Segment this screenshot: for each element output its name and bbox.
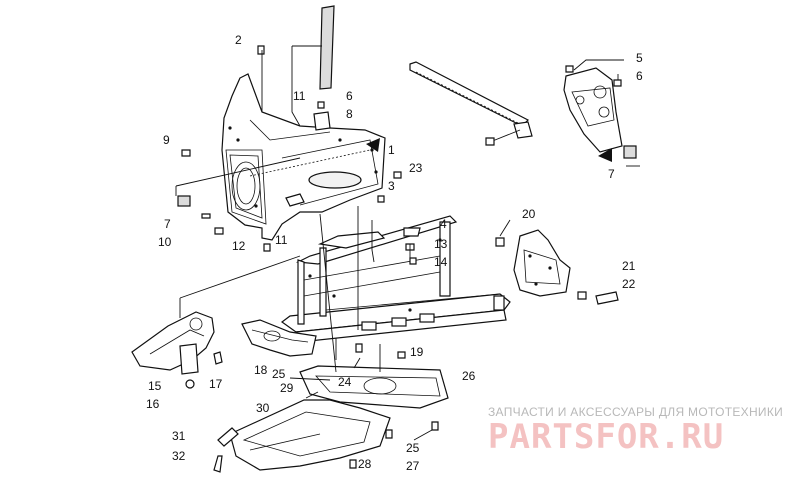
callout-4: 4 xyxy=(440,217,447,231)
callout-29: 29 xyxy=(280,381,294,395)
skid-plate xyxy=(213,206,439,473)
callout-31: 31 xyxy=(172,429,186,443)
front-crossmember-bracket xyxy=(241,319,317,357)
callout-13: 13 xyxy=(434,237,448,251)
side-mount-bracket xyxy=(495,219,619,305)
callout-18: 18 xyxy=(254,363,268,377)
steering-support-assembly xyxy=(409,59,640,167)
callout-21: 21 xyxy=(622,259,636,273)
callout-9: 9 xyxy=(163,133,170,147)
callout-6-left: 6 xyxy=(346,89,353,103)
callout-25-left: 25 xyxy=(272,367,286,381)
callout-11-bottom: 11 xyxy=(275,233,288,247)
callout-28: 28 xyxy=(358,457,372,471)
watermark: ЗАПЧАСТИ И АКСЕССУАРЫ ДЛЯ МОТОТЕХНИКИ PA… xyxy=(488,405,783,457)
callout-30: 30 xyxy=(256,401,270,415)
main-frame-assembly xyxy=(280,215,511,409)
callout-16: 16 xyxy=(146,397,160,411)
callout-11-top: 11 xyxy=(293,89,306,103)
callout-15: 15 xyxy=(148,379,162,393)
callout-2: 2 xyxy=(235,33,242,47)
callout-8: 8 xyxy=(346,107,353,121)
callout-10: 10 xyxy=(158,235,172,249)
callout-23: 23 xyxy=(409,161,423,175)
callout-27: 27 xyxy=(406,459,420,473)
front-suspension-bracket xyxy=(131,255,301,389)
callout-3: 3 xyxy=(388,179,395,193)
watermark-logo: PARTSFOR.RU xyxy=(488,417,724,457)
callout-32: 32 xyxy=(172,449,186,463)
watermark-tagline: ЗАПЧАСТИ И АКСЕССУАРЫ ДЛЯ МОТОТЕХНИКИ xyxy=(488,405,783,419)
callout-labels: 1 2 3 4 5 6 6 7 7 8 9 10 11 11 12 13 14 … xyxy=(146,33,643,473)
callout-5: 5 xyxy=(636,51,643,65)
callout-17: 17 xyxy=(209,377,223,391)
callout-24: 24 xyxy=(338,375,352,389)
front-bulkhead-assembly xyxy=(175,5,402,252)
callout-12: 12 xyxy=(232,239,246,253)
callout-7-right: 7 xyxy=(608,167,615,181)
callout-19: 19 xyxy=(410,345,424,359)
callout-20: 20 xyxy=(522,207,536,221)
callout-6-right: 6 xyxy=(636,69,643,83)
callout-1: 1 xyxy=(388,143,395,157)
callout-7-left: 7 xyxy=(164,217,171,231)
callout-14: 14 xyxy=(434,255,448,269)
callout-26: 26 xyxy=(462,369,476,383)
callout-25-right: 25 xyxy=(406,441,420,455)
callout-22: 22 xyxy=(622,277,636,291)
